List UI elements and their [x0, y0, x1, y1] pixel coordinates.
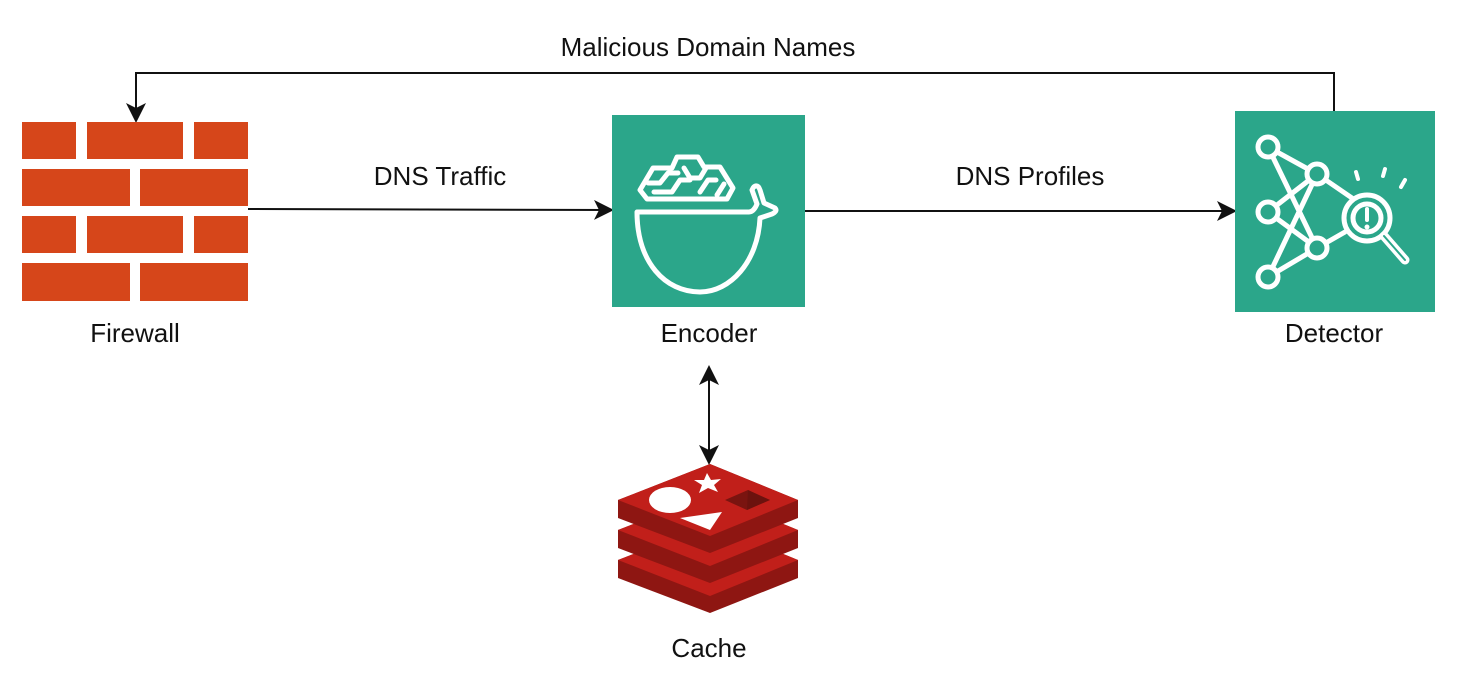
node-firewall[interactable]: Firewall [22, 122, 248, 348]
brick-wall-icon [22, 122, 248, 301]
redis-stack-icon [618, 464, 798, 613]
redis-circle-shape [649, 487, 691, 513]
dns-traffic-arrow [247, 199, 614, 220]
edge-label-malicious-domain-names: Malicious Domain Names [561, 32, 856, 62]
node-label-encoder: Encoder [661, 318, 758, 348]
edge-dns-profiles: DNS Profiles [805, 161, 1237, 221]
anomaly-detection-network-icon [1255, 134, 1410, 290]
redis-star-shape [694, 473, 721, 493]
node-label-firewall: Firewall [90, 318, 180, 348]
redis-triangle-shape [680, 512, 722, 530]
edge-label-dns-profiles: DNS Profiles [956, 161, 1105, 191]
node-detector[interactable]: Detector [1235, 111, 1435, 348]
node-encoder[interactable]: Encoder [612, 115, 805, 348]
edge-label-dns-traffic: DNS Traffic [374, 161, 506, 191]
node-cache[interactable]: Cache [618, 464, 798, 663]
node-label-detector: Detector [1285, 318, 1384, 348]
edge-dns-traffic: DNS Traffic [247, 161, 614, 220]
feedback-arrow [126, 72, 1335, 123]
edge-malicious-domain-names: Malicious Domain Names [126, 32, 1335, 123]
docker-whale-icon [634, 154, 779, 295]
node-label-cache: Cache [671, 633, 746, 663]
